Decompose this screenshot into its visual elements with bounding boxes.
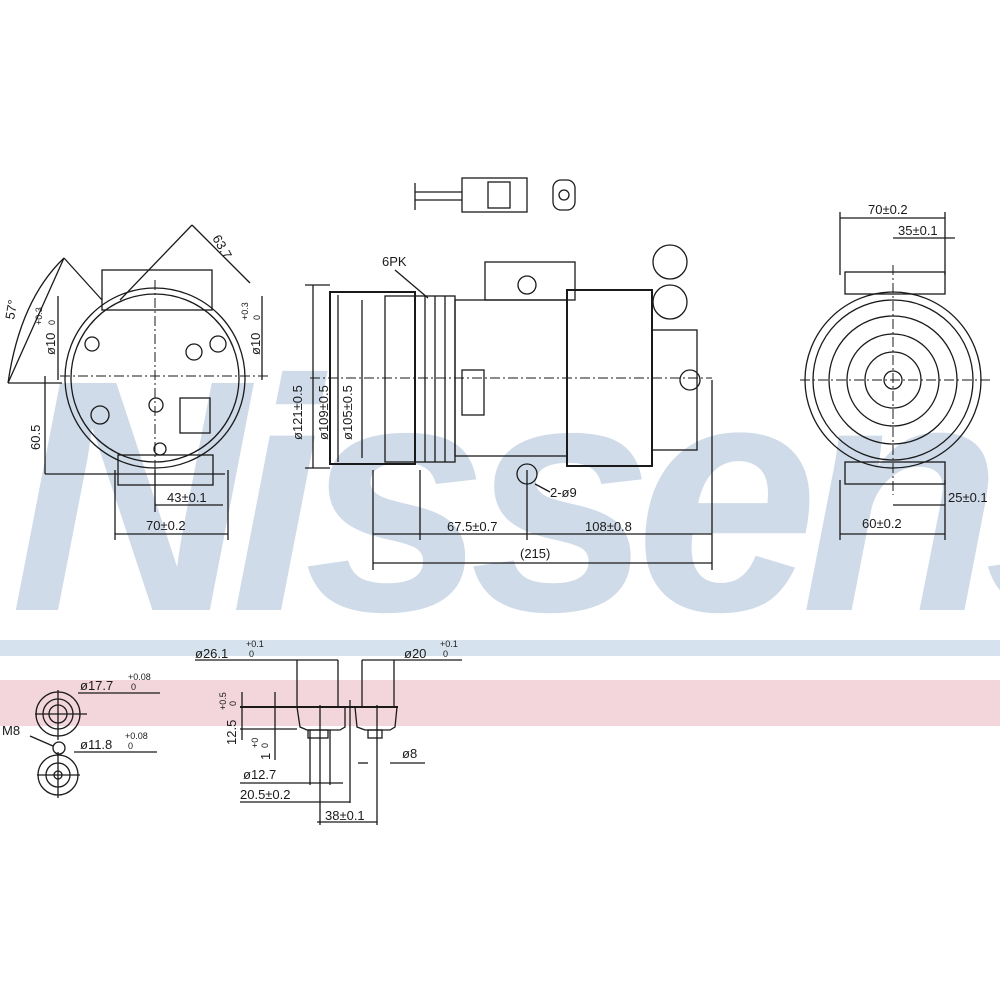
d261-tol-upper: +0.1 xyxy=(246,639,264,649)
front-view xyxy=(7,224,268,540)
hole-left-label: ø10 xyxy=(43,333,58,355)
h125-tol-upper: +0.5 xyxy=(218,692,228,710)
dim-38-label: 38±0.1 xyxy=(325,808,365,823)
belt-label: 6PK xyxy=(382,254,407,269)
h1-tol-upper: +0 xyxy=(250,738,260,748)
hole-left-tol-upper: +0.3 xyxy=(34,307,44,325)
blue-band xyxy=(0,640,1000,656)
d109-label: ø109±0.5 xyxy=(316,385,331,440)
m8-label: M8 xyxy=(2,723,20,738)
total-length-label: (215) xyxy=(520,546,550,561)
hole-right-tol-lower: 0 xyxy=(252,315,262,320)
angle-label: 57° xyxy=(2,299,20,321)
rear-dim-60-label: 60±0.2 xyxy=(862,516,902,531)
rear-dim-70-label: 70±0.2 xyxy=(868,202,908,217)
d118-tol-lower: 0 xyxy=(128,741,133,751)
pink-band xyxy=(0,680,1000,726)
dim-43-label: 43±0.1 xyxy=(167,490,207,505)
d127-label: ø12.7 xyxy=(243,767,276,782)
connector-icon xyxy=(414,177,576,213)
holes-label: 2-ø9 xyxy=(550,485,577,500)
h1-tol-lower: 0 xyxy=(260,743,270,748)
d177-tol-upper: +0.08 xyxy=(128,672,151,682)
rear-dim-35-label: 35±0.1 xyxy=(898,223,938,238)
d121-label: ø121±0.5 xyxy=(290,385,305,440)
d261-label: ø26.1 xyxy=(195,646,228,661)
dim-675-label: 67.5±0.7 xyxy=(447,519,498,534)
d118-label: ø11.8 xyxy=(80,737,112,752)
h1-label: 1 xyxy=(258,753,273,760)
rear-view xyxy=(800,212,990,540)
d177-tol-lower: 0 xyxy=(131,682,136,692)
port-plate xyxy=(29,690,160,798)
d118-tol-upper: +0.08 xyxy=(125,731,148,741)
port-section xyxy=(195,659,462,825)
rear-dim-25-label: 25±0.1 xyxy=(948,490,988,505)
d20-tol-upper: +0.1 xyxy=(440,639,458,649)
nissens-watermark: Nissens xyxy=(10,311,1000,680)
side-view xyxy=(305,244,713,570)
hole-right-tol-upper: +0.3 xyxy=(240,302,250,320)
d177-label: ø17.7 xyxy=(80,678,113,693)
d20-label: ø20 xyxy=(404,646,426,661)
hole-left-tol-lower: 0 xyxy=(47,320,57,325)
d20-tol-lower: 0 xyxy=(443,649,448,659)
dim-108-label: 108±0.8 xyxy=(585,519,632,534)
hole-right-label: ø10 xyxy=(248,333,263,355)
dim-70-label: 70±0.2 xyxy=(146,518,186,533)
dim-205-label: 20.5±0.2 xyxy=(240,787,291,802)
h125-label: 12.5 xyxy=(224,720,239,745)
d261-tol-lower: 0 xyxy=(249,649,254,659)
h125-tol-lower: 0 xyxy=(228,701,238,706)
d8-label: ø8 xyxy=(402,746,417,761)
d105-label: ø105±0.5 xyxy=(340,385,355,440)
height-label: 60.5 xyxy=(28,425,43,450)
